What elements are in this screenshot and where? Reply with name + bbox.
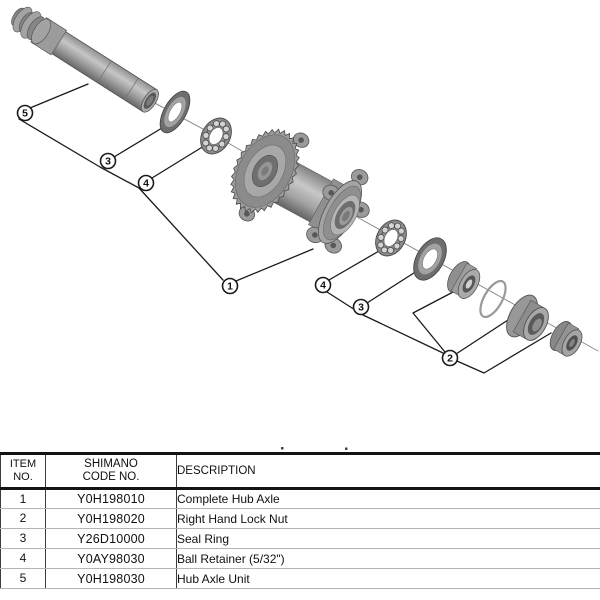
callout-number: 1 (227, 281, 233, 293)
header-item-no: ITEM NO. (0, 453, 46, 490)
code-cell: Y0H198030 (45, 568, 177, 589)
cone-nut-part (447, 261, 481, 299)
exploded-diagram: 5 3 4 1 4 3 2 (11, 6, 599, 450)
callout-4: 4 (137, 174, 155, 192)
callout-number: 4 (143, 178, 149, 190)
item-no-cell: 2 (0, 508, 46, 529)
description-cell: Right Hand Lock Nut (176, 508, 600, 529)
stray-dot (281, 447, 284, 450)
parts (11, 6, 583, 357)
header-item-line2: NO. (13, 471, 33, 483)
code-cell: Y0AY98030 (45, 548, 177, 569)
callout-3: 3 (352, 298, 370, 316)
item-no-cell: 5 (0, 568, 46, 589)
callout-number: 2 (447, 353, 453, 365)
flange-ear (292, 132, 310, 148)
callout-circle (314, 276, 332, 294)
callout-circle (16, 104, 34, 122)
callout-5: 5 (16, 104, 34, 122)
callout-3: 3 (99, 152, 117, 170)
hub-body-part (230, 128, 370, 254)
callouts: 5 3 4 1 4 3 2 (16, 104, 459, 367)
callout-circle (137, 174, 155, 192)
ball-retainer-part-2 (375, 219, 407, 257)
seal-ring-part-2 (413, 237, 447, 281)
callout-number: 5 (22, 108, 28, 120)
code-cell: Y0H198010 (45, 488, 177, 509)
item-no-cell: 4 (0, 548, 46, 569)
callout-2: 2 (441, 349, 459, 367)
description-cell: Complete Hub Axle (176, 488, 600, 509)
callout-circle (99, 152, 117, 170)
callout-number: 3 (358, 302, 364, 314)
header-shimano-code: SHIMANO CODE NO. (45, 453, 177, 490)
description-cell: Hub Axle Unit (176, 568, 600, 589)
callout-4: 4 (314, 276, 332, 294)
stray-marks (281, 447, 348, 450)
callout-circle (221, 277, 239, 295)
callout-1: 1 (221, 277, 239, 295)
callout-circle (352, 298, 370, 316)
header-description: DESCRIPTION (176, 453, 600, 490)
code-cell: Y0H198020 (45, 508, 177, 529)
hub-axle-part (11, 6, 159, 113)
seal-ring-part-1 (159, 90, 191, 134)
stray-dot (345, 447, 348, 450)
item-no-cell: 3 (0, 528, 46, 549)
item-no-cell: 1 (0, 488, 46, 509)
description-cell: Ball Retainer (5/32") (176, 548, 600, 569)
description-cell: Seal Ring (176, 528, 600, 549)
header-item-line1: ITEM (9, 458, 37, 470)
o-ring-part (479, 279, 507, 319)
parts-table-header: ITEM NO. SHIMANO CODE NO. DESCRIPTION (0, 453, 600, 490)
end-cap-part (549, 321, 583, 357)
callout-circle (441, 349, 459, 367)
exploded-diagram-svg: 5 3 4 1 4 3 2 (11, 6, 599, 450)
header-code-line1: SHIMANO (84, 458, 138, 470)
callout-number: 3 (105, 156, 111, 168)
lock-nut-part (506, 294, 549, 341)
header-code-line2: CODE NO. (82, 471, 140, 483)
leader-lines (18, 83, 552, 374)
ball-retainer-part-1 (200, 117, 232, 155)
code-cell: Y26D10000 (45, 528, 177, 549)
callout-number: 4 (320, 280, 326, 292)
